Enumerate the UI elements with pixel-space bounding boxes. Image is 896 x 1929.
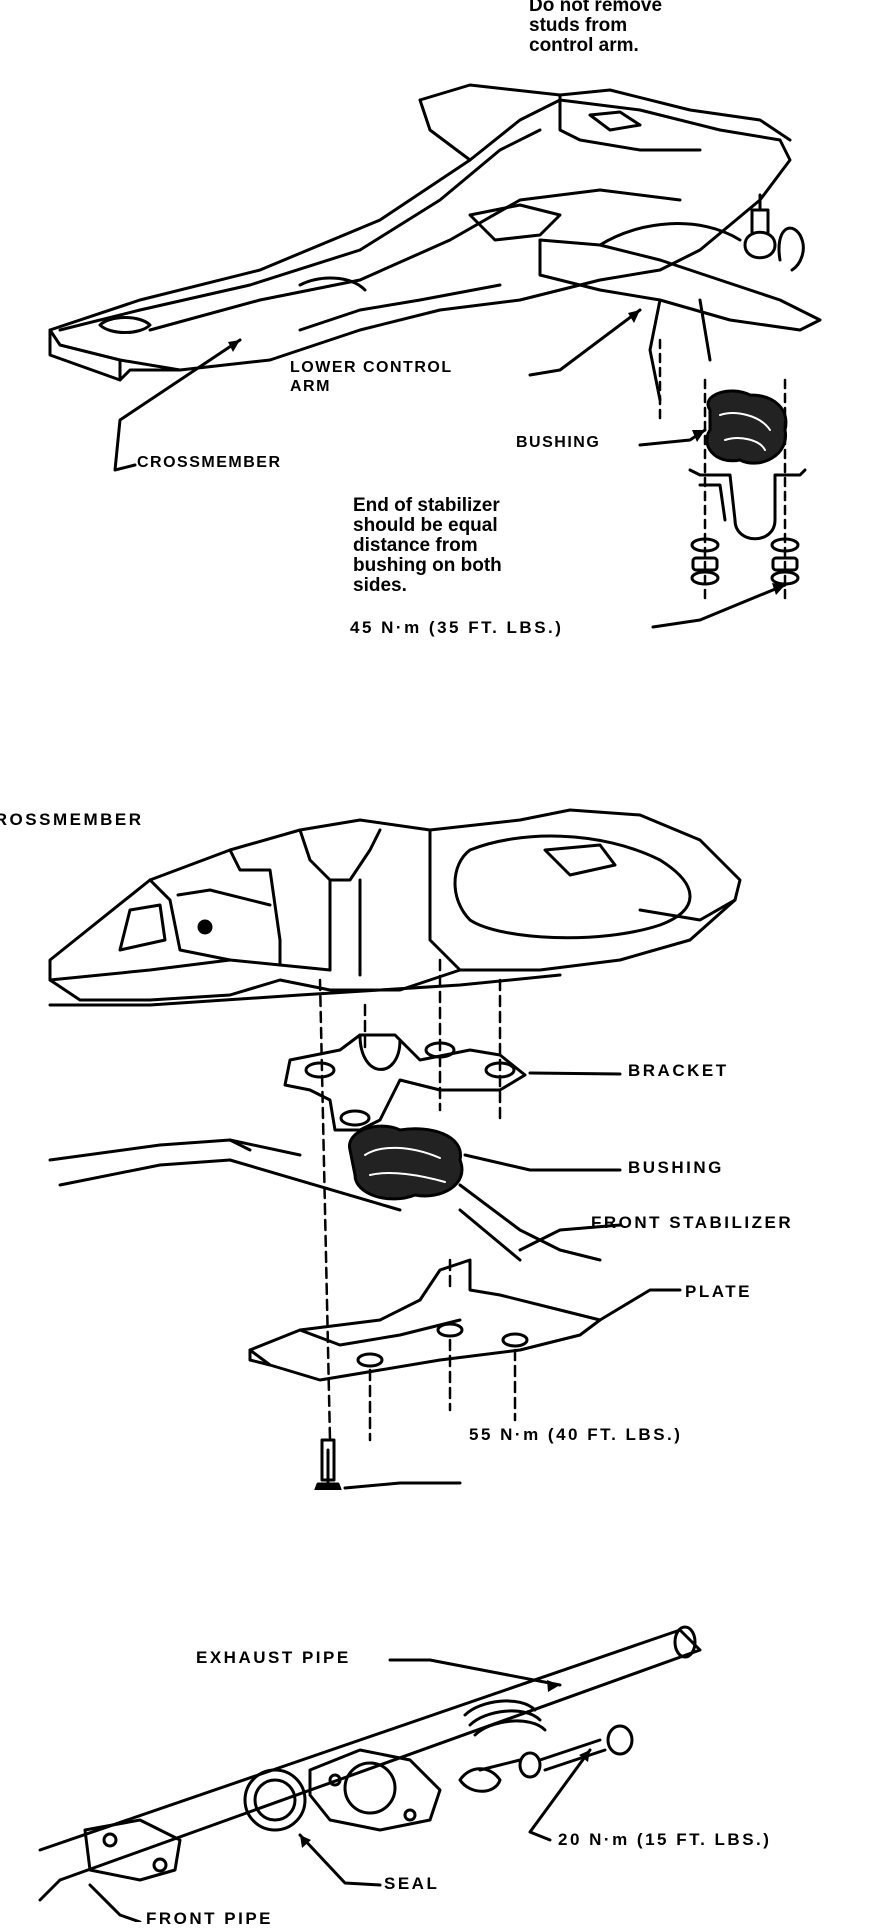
label-lower-control-arm: LOWER CONTROL ARM [290, 358, 453, 396]
note-stabilizer-equal-distance: End of stabilizer should be equal distan… [353, 496, 502, 596]
figure-1-crossmember-drawing [48, 83, 822, 629]
note-line: Do not remove [529, 0, 663, 16]
note-line: bushing on both [353, 555, 502, 576]
label-crossmember-bottom: CROSSMEMBER [0, 810, 144, 829]
label-line: ARM [290, 378, 331, 395]
label-front-stabilizer: FRONT STABILIZER [591, 1213, 794, 1232]
note-line: End of stabilizer [353, 495, 500, 516]
label-line: LOWER CONTROL [290, 359, 453, 376]
note-line: distance from [353, 535, 478, 556]
torque-55-nm: 55 N·m (40 FT. LBS.) [469, 1425, 683, 1444]
note-line: sides. [353, 575, 407, 596]
torque-45-nm: 45 N·m (35 FT. LBS.) [350, 618, 564, 637]
figure-3-exhaust-drawing [38, 1625, 702, 1922]
label-bracket: BRACKET [628, 1061, 729, 1080]
label-crossmember-top: CROSSMEMBER [137, 454, 282, 471]
label-bushing-bottom: BUSHING [628, 1158, 724, 1177]
figure-2-stabilizer-drawing [48, 808, 742, 1490]
label-exhaust-pipe: EXHAUST PIPE [196, 1648, 351, 1667]
note-line: studs from [529, 15, 628, 36]
label-front-pipe: FRONT PIPE [146, 1909, 274, 1928]
note-do-not-remove-studs: Do not remove studs from control arm. [529, 0, 662, 56]
label-bushing-top: BUSHING [516, 434, 601, 451]
note-line: should be equal [353, 515, 498, 536]
label-plate: PLATE [685, 1282, 752, 1301]
label-seal: SEAL [384, 1874, 440, 1893]
note-line: control arm. [529, 35, 639, 56]
torque-20-nm: 20 N·m (15 FT. LBS.) [558, 1830, 772, 1849]
